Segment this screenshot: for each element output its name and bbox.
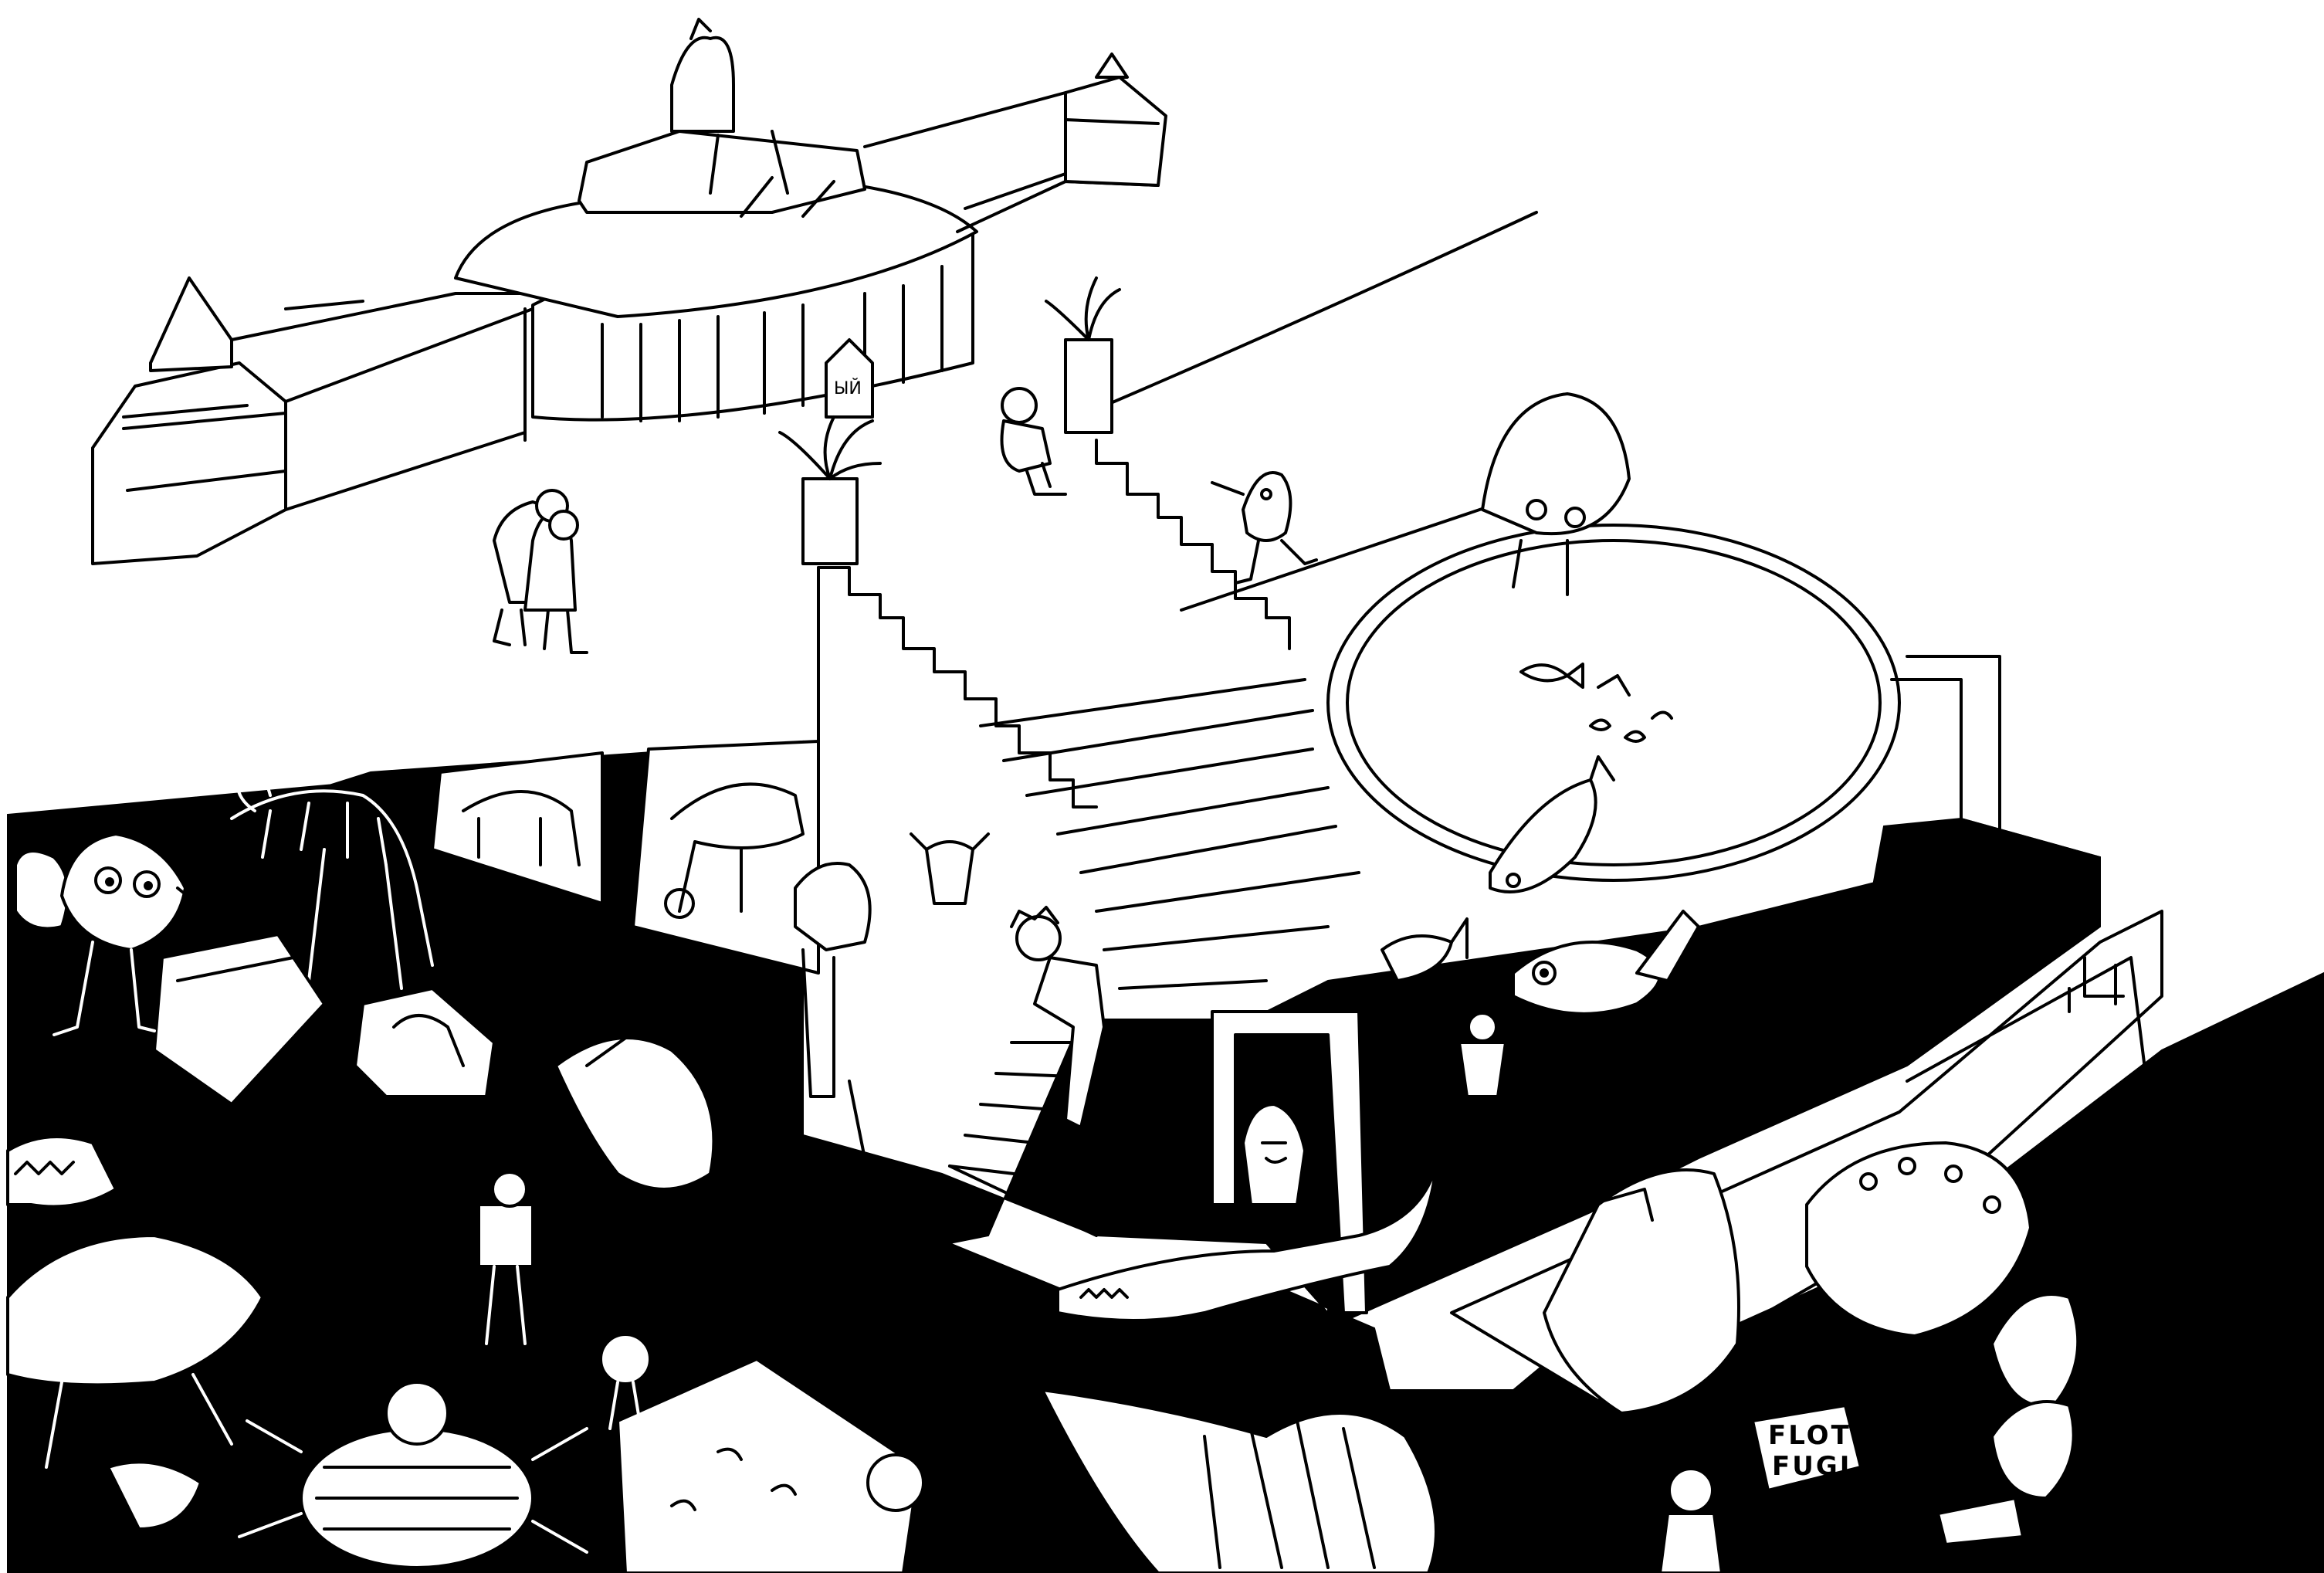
doorway [1211, 1010, 1368, 1314]
display-window-animal [632, 740, 820, 975]
beaked-walker [1211, 471, 1318, 585]
kiwi-bird [14, 849, 69, 931]
sign-line-1: FLOT [1768, 1420, 1851, 1451]
stacked-birds [1936, 1293, 2080, 1546]
child-by-fountain [1458, 1012, 1507, 1152]
fish-small [1381, 917, 1469, 982]
rotunda: ЫЙ [454, 18, 978, 422]
beetle [238, 1381, 588, 1569]
hanging-portrait [794, 862, 872, 1160]
doorway-figure [1242, 1103, 1306, 1206]
upper-ledge [1095, 211, 1538, 411]
left-tower [91, 276, 287, 565]
hall-right-band [1327, 817, 2101, 1330]
plant-pillar-right [1045, 276, 1121, 434]
display-case [354, 987, 496, 1098]
small-antenna-figure [477, 1171, 534, 1345]
fountain-pool [1326, 524, 2001, 882]
fish-diving [1489, 755, 1615, 893]
fish-large [1512, 910, 1700, 1015]
glass-display-butterflies [616, 1358, 925, 1573]
plant-pillar-left [778, 415, 882, 565]
skeleton-exhibit [153, 769, 434, 1106]
small-bird [599, 1333, 652, 1430]
crocodile [1056, 1164, 1438, 1345]
display-window-horse [431, 751, 604, 905]
owl-creature [53, 832, 198, 1036]
walking-couple [493, 489, 588, 654]
peacock-bird [1805, 1141, 2032, 1422]
building-wing-right [863, 53, 1167, 233]
rabbit-creature [554, 1026, 733, 1222]
boy-on-stairs [1010, 906, 1106, 1129]
building-wing-left [230, 292, 534, 511]
lizard-creature [107, 1460, 202, 1531]
spotted-horse [6, 1195, 264, 1469]
cow-head-trophy [910, 832, 990, 905]
spiky-creature [6, 1135, 117, 1209]
flot-fugl-sign: FLOT FUGL [1751, 1404, 1862, 1492]
dome-sign-text: ЫЙ [834, 378, 862, 398]
small-spiky-man [1658, 1467, 1723, 1573]
big-white-creature [1543, 1168, 1740, 1415]
bird-peeking-creature [1481, 392, 1631, 596]
reading-figure [1000, 387, 1067, 496]
striped-creature [1041, 1388, 1438, 1573]
sign-line-2: FUGL [1772, 1451, 1858, 1482]
